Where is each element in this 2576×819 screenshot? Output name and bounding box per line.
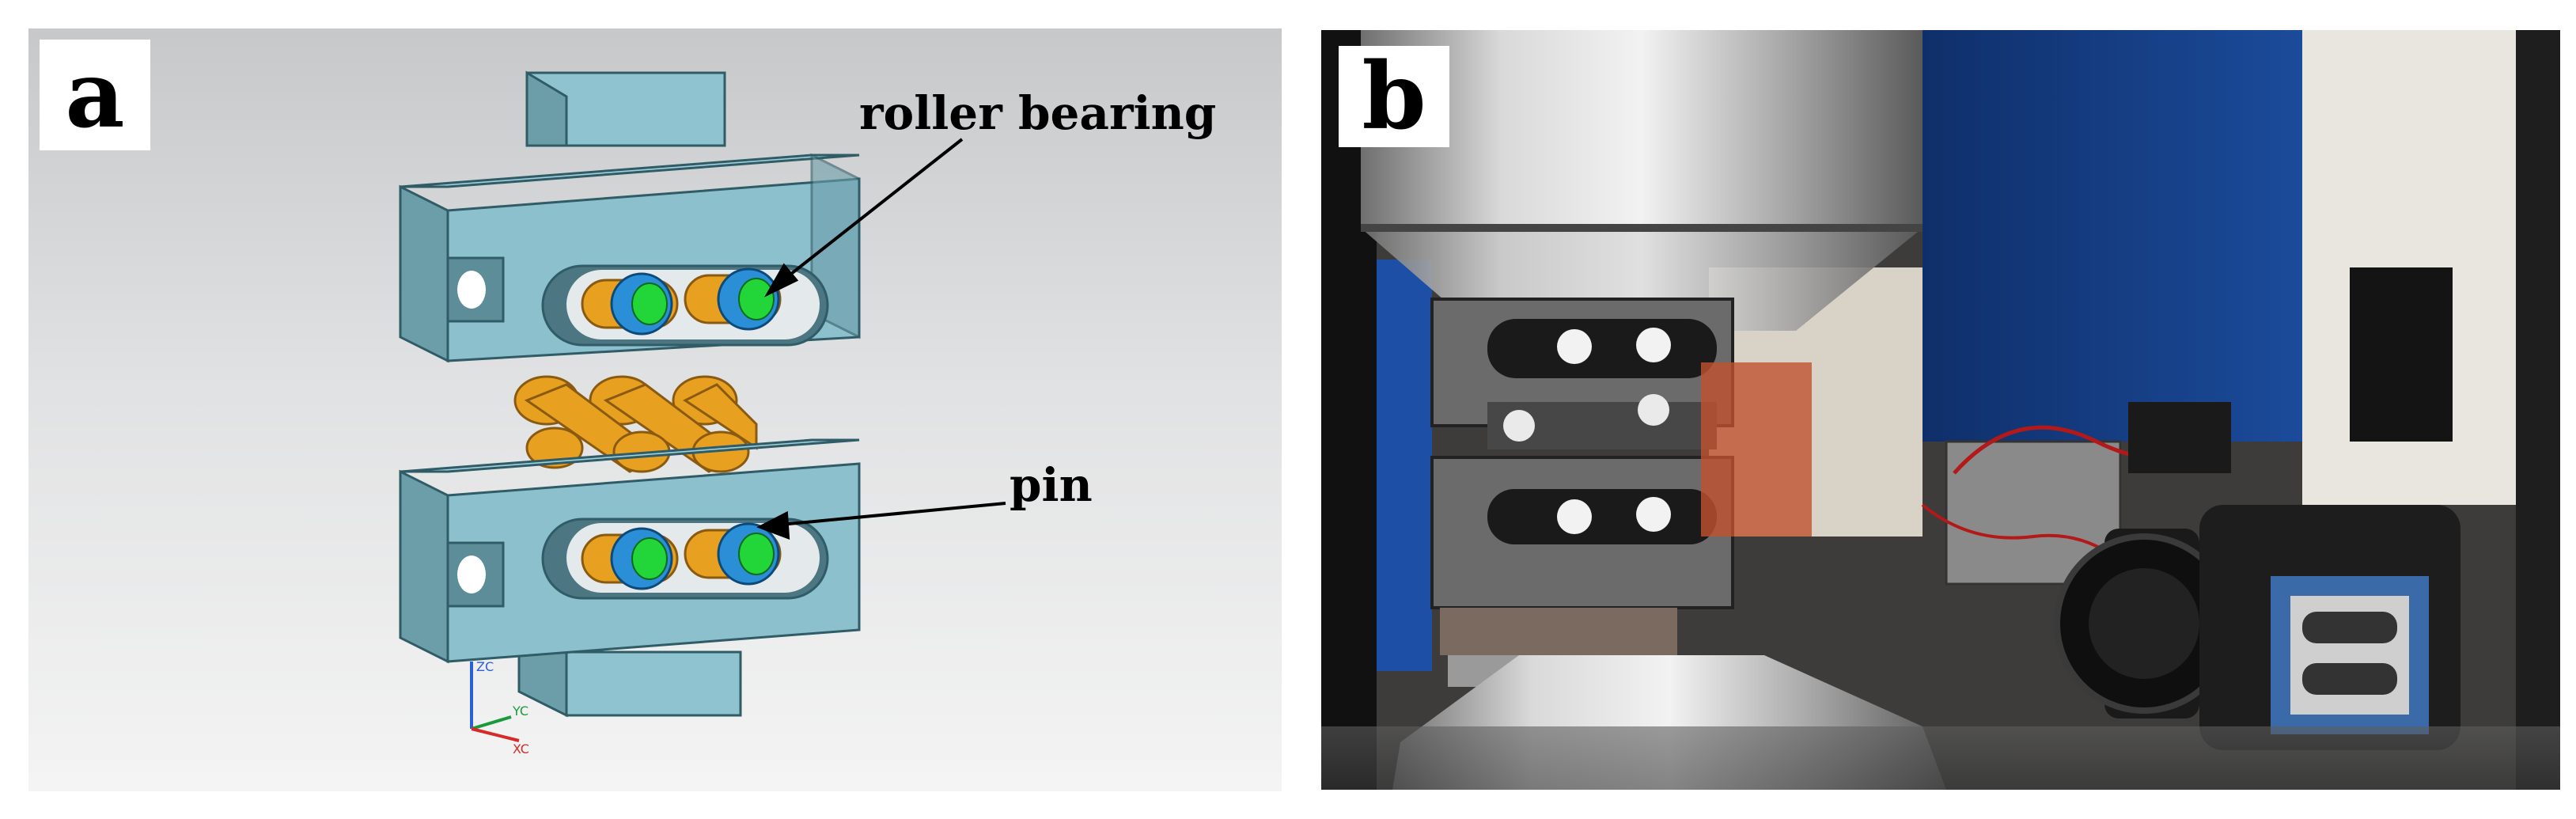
linkage <box>513 375 758 473</box>
axis-label-xc: XC <box>513 741 529 756</box>
axis-triad: ZC YC XC <box>470 659 529 756</box>
camera <box>2054 505 2460 750</box>
callout-pin: pin <box>1010 458 1093 512</box>
upper-rollers <box>581 267 782 336</box>
callout-arrows <box>756 138 1006 540</box>
test-setup-photo <box>1321 30 2560 790</box>
axis-label-zc: ZC <box>476 659 494 674</box>
cad-model-panel: ZC YC XC a roller bearing pin <box>28 28 1282 791</box>
photo-panel: b <box>1321 30 2560 790</box>
cad-fixture-drawing: ZC YC XC <box>399 70 1006 756</box>
panel-label-b: b <box>1339 46 1449 147</box>
lower-rollers <box>581 522 782 590</box>
callout-roller-bearing: roller bearing <box>859 86 1217 140</box>
specimen-fixture <box>1430 298 1812 655</box>
top-tab <box>525 70 726 147</box>
axis-label-yc: YC <box>512 703 528 719</box>
panel-label-a: a <box>40 40 150 150</box>
